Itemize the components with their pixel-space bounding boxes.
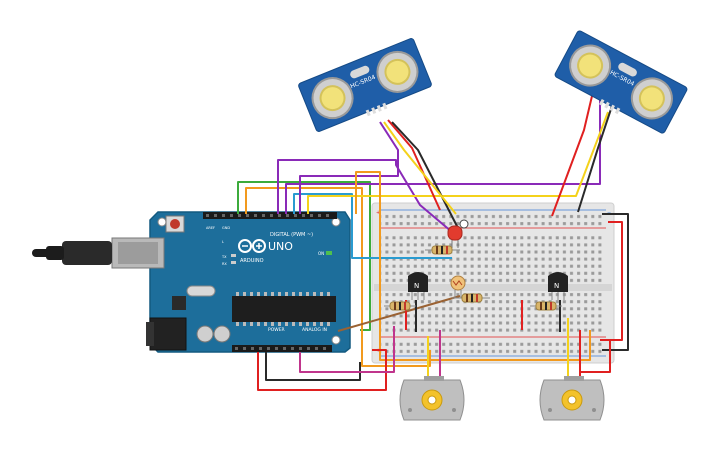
photoresistor bbox=[450, 275, 466, 298]
tx-label: TX bbox=[221, 255, 227, 259]
transistor-left-label: N bbox=[414, 282, 419, 290]
rx-led bbox=[231, 261, 236, 264]
wire-black-right-sensor bbox=[577, 105, 613, 213]
svg-text:+: + bbox=[376, 210, 380, 216]
crystal-oscillator bbox=[186, 285, 216, 297]
gnd-label: GND bbox=[222, 226, 230, 230]
wire-purple-ctrl bbox=[277, 159, 453, 233]
tx-led bbox=[231, 254, 236, 257]
digital-header bbox=[203, 212, 337, 219]
wire-purple-left-sensor bbox=[379, 121, 399, 160]
resistor-ldr bbox=[452, 293, 490, 303]
atmega-chip bbox=[232, 292, 336, 326]
wire-orange-motor bbox=[355, 171, 591, 361]
ultrasonic-sensor-right: HC-SR04 bbox=[554, 30, 688, 134]
arduino-logo bbox=[238, 239, 266, 253]
wire-black-gnd bbox=[265, 352, 361, 381]
l-label: L bbox=[222, 240, 224, 244]
wire-black-rail-right bbox=[602, 213, 629, 351]
wires bbox=[237, 95, 629, 391]
wire-red-motor-right bbox=[580, 339, 611, 373]
transistor-left: N bbox=[408, 272, 428, 300]
transistor-right: N bbox=[548, 272, 568, 300]
ultrasonic-sensor-left: HC-SR04 bbox=[298, 38, 432, 132]
usb-port bbox=[111, 237, 165, 269]
board-model: UNO bbox=[268, 240, 293, 253]
wire-red-5v bbox=[257, 349, 387, 391]
wire-orange bbox=[245, 187, 431, 367]
on-label: ON bbox=[318, 251, 324, 256]
wire-yellow-left-sensor bbox=[383, 121, 457, 215]
wire-black-left-sensor bbox=[391, 121, 461, 233]
wire-red-rail-right bbox=[608, 221, 623, 341]
wire-brown-a5 bbox=[337, 295, 461, 332]
red-led bbox=[447, 219, 469, 248]
arduino-uno-board: DIGITAL (PWM ~) AREF GND UNO ARDUINO TX … bbox=[32, 211, 351, 353]
capacitor bbox=[213, 325, 231, 343]
on-led bbox=[326, 251, 332, 255]
capacitor bbox=[196, 325, 214, 343]
resistor-led bbox=[425, 245, 460, 255]
wire-green bbox=[237, 181, 371, 331]
dc-power-jack bbox=[146, 317, 187, 351]
power-label: POWER bbox=[268, 327, 285, 333]
usb-cable bbox=[32, 241, 112, 265]
rx-label: RX bbox=[222, 262, 227, 266]
dc-motor-left bbox=[399, 376, 465, 421]
transistor-right-label: N bbox=[554, 282, 559, 290]
usb-chip bbox=[172, 296, 186, 310]
digital-label: DIGITAL (PWM ~) bbox=[270, 232, 313, 238]
wire-red-right-sensor bbox=[551, 95, 593, 217]
wire-cyan bbox=[293, 193, 452, 259]
resistor-transistor-left bbox=[384, 301, 416, 311]
reset-button[interactable] bbox=[165, 215, 185, 233]
wire-purple-echo bbox=[299, 160, 399, 214]
analog-label: ANALOG IN bbox=[302, 327, 327, 333]
dc-motor-right bbox=[539, 376, 605, 421]
resistor-transistor-right bbox=[530, 301, 562, 311]
wire-magenta-a0 bbox=[299, 326, 395, 373]
board-brand: ARDUINO bbox=[240, 258, 264, 264]
wire-red-left-sensor bbox=[387, 119, 441, 211]
power-analog-header bbox=[232, 345, 332, 352]
aref-label: AREF bbox=[206, 226, 215, 230]
